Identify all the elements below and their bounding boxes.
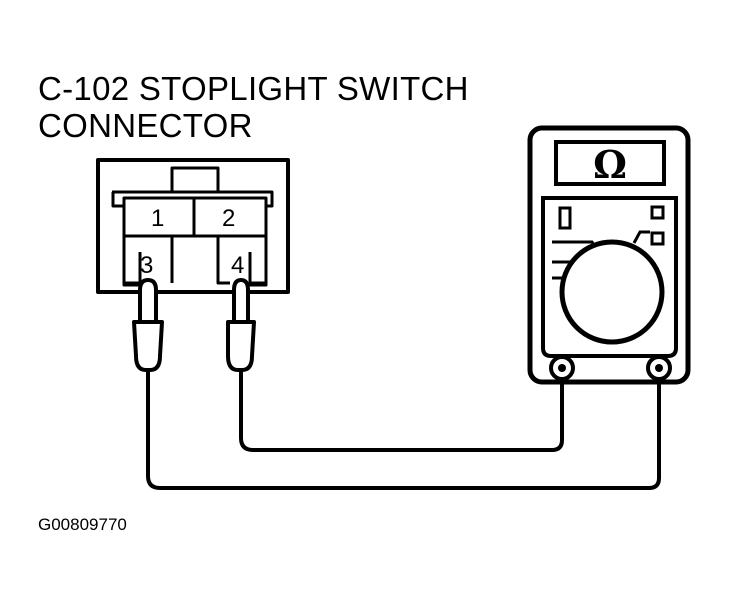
connector-lock-tab bbox=[170, 166, 220, 194]
pin-cavity-3 bbox=[122, 236, 174, 285]
meter-indicator-2 bbox=[650, 205, 665, 220]
meter-rotary-dial bbox=[559, 239, 665, 345]
connector-inner-body bbox=[111, 190, 274, 287]
meter-display bbox=[554, 140, 666, 186]
test-lead-pin-4 bbox=[239, 370, 564, 452]
pin-label-4: 4 bbox=[231, 252, 244, 279]
title-line-1: C-102 STOPLIGHT SWITCH bbox=[38, 70, 469, 107]
connector-housing bbox=[96, 158, 290, 294]
ohmmeter: Ω bbox=[527, 125, 691, 385]
meter-jack-com-inner bbox=[558, 364, 566, 372]
pin-label-3: 3 bbox=[140, 252, 153, 279]
title-line-2: CONNECTOR bbox=[38, 107, 253, 144]
meter-range-marks bbox=[552, 230, 650, 280]
pin-label-2: 2 bbox=[222, 205, 235, 232]
meter-indicator-1 bbox=[558, 206, 572, 230]
test-lead-pin-3 bbox=[146, 370, 661, 490]
stoplight-switch-connector bbox=[96, 158, 290, 294]
probe-right bbox=[226, 278, 256, 372]
probe-left bbox=[132, 278, 164, 372]
pin-cavity-2 bbox=[192, 196, 268, 238]
meter-indicator-3 bbox=[650, 231, 665, 246]
diagram-title: C-102 STOPLIGHT SWITCH CONNECTOR bbox=[38, 70, 469, 144]
figure-id: G00809770 bbox=[38, 515, 127, 534]
ohm-symbol: Ω bbox=[593, 142, 627, 187]
pin-cavity-4 bbox=[216, 236, 268, 285]
meter-jack-ohm-inner bbox=[655, 364, 663, 372]
pin-label-1: 1 bbox=[151, 205, 164, 232]
